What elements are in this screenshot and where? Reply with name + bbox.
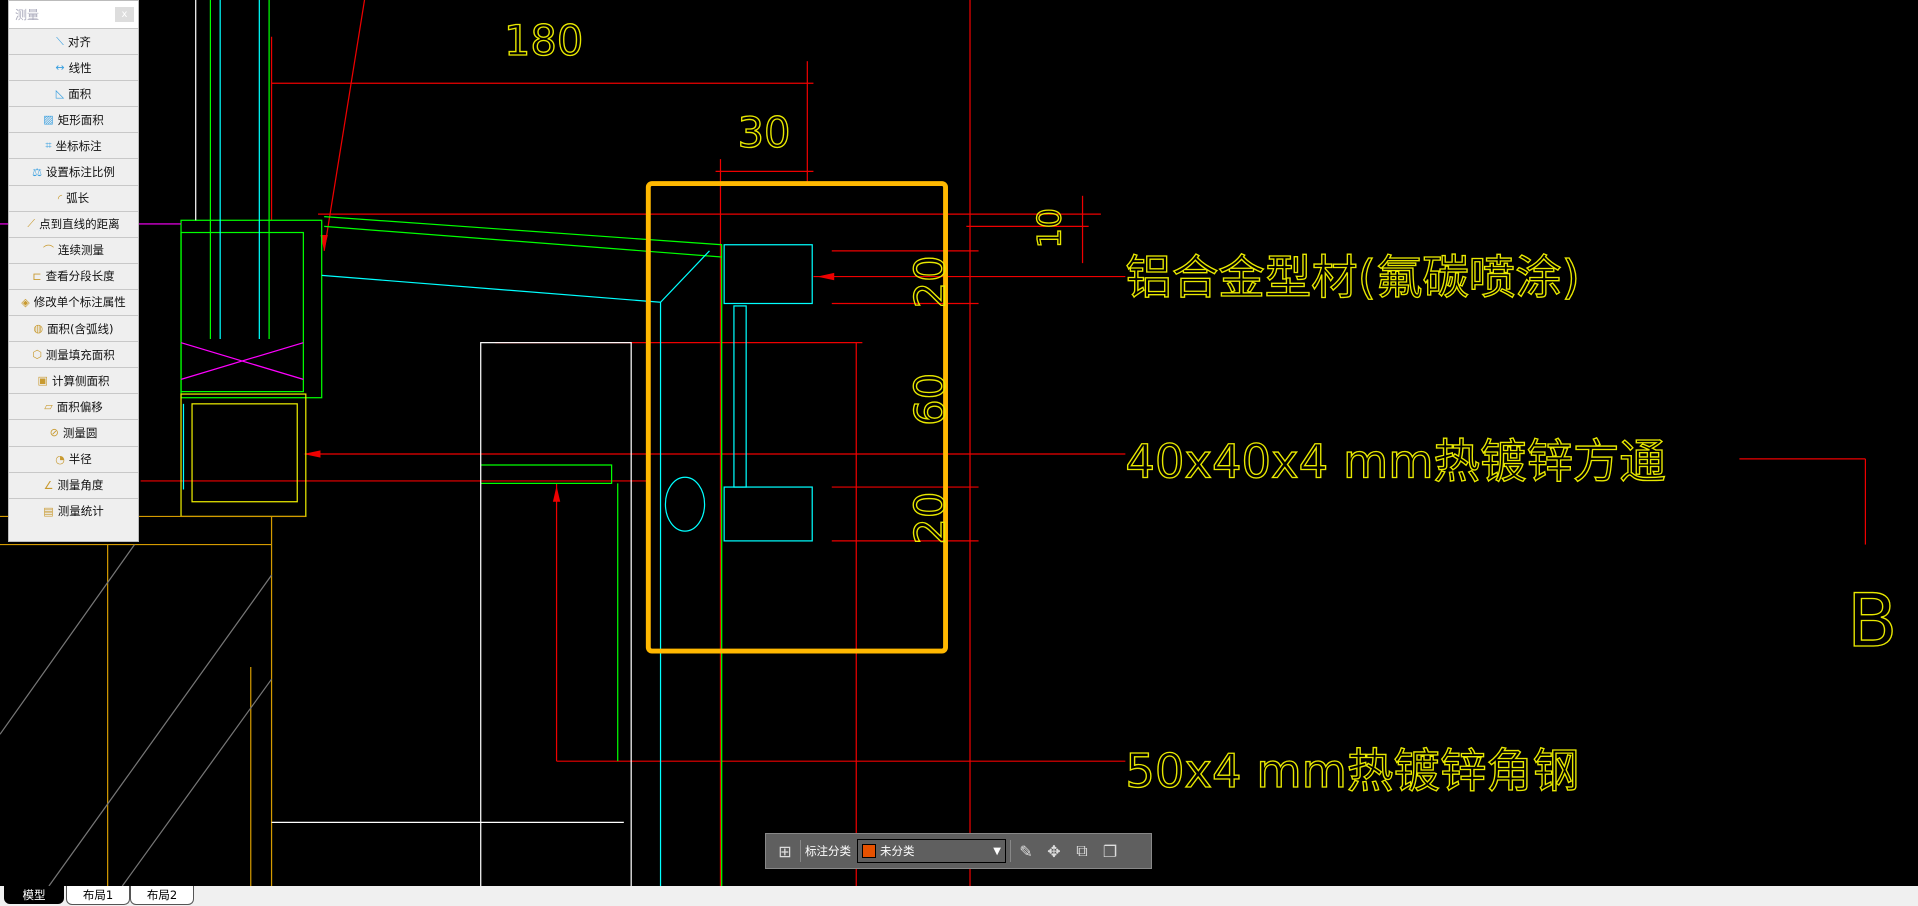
dim-20-top: 20 — [905, 255, 954, 308]
panel-item-9[interactable]: ⊏查看分段长度 — [9, 262, 138, 289]
linear-dim-icon: ↔ — [55, 61, 65, 75]
panel-item-6[interactable]: ◜弧长 — [9, 184, 138, 211]
panel-item-11[interactable]: ◍面积(含弧线) — [9, 315, 138, 341]
panel-item-3[interactable]: ▨矩形面积 — [9, 106, 138, 132]
panel-item-1[interactable]: ↔线性 — [9, 54, 138, 80]
panel-item-label: 查看分段长度 — [45, 269, 115, 284]
dim-60: 60 — [905, 373, 954, 426]
label-angle-steel: 50x4 mm热镀锌角钢 — [1125, 744, 1579, 798]
panel-item-14[interactable]: ▱面积偏移 — [9, 393, 138, 419]
statistics-icon: ▤ — [43, 504, 54, 518]
panel-item-label: 连续测量 — [58, 243, 104, 258]
panel-item-label: 测量圆 — [62, 425, 98, 440]
area-icon: ◺ — [55, 87, 65, 101]
arc-length-icon: ◜ — [57, 191, 63, 205]
tab-layout1[interactable]: 布局1 — [66, 886, 130, 905]
panel-item-label: 线性 — [68, 60, 92, 75]
scale-icon: ⚖ — [32, 165, 42, 179]
measure-panel: 测量 x ⟍对齐↔线性◺面积▨矩形面积⌗坐标标注⚖设置标注比例◜弧长⟋点到直线的… — [8, 0, 139, 542]
panel-item-label: 测量统计 — [57, 504, 104, 519]
paste-icon[interactable]: ❐ — [1102, 841, 1118, 861]
edit-icon[interactable]: ✎ — [1019, 841, 1033, 861]
panel-item-label: 修改单个标注属性 — [33, 295, 126, 310]
arc-area-icon: ◍ — [33, 322, 44, 336]
panel-item-label: 计算侧面积 — [51, 373, 110, 388]
category-label: 标注分类 — [805, 844, 851, 858]
panel-item-label: 坐标标注 — [55, 138, 102, 153]
angle-icon: ∠ — [43, 478, 54, 492]
annotation-toolbar: ⊞ 标注分类 未分类 ▼ ✎ ✥ ⧉ ❐ — [765, 833, 1152, 869]
panel-item-label: 面积偏移 — [56, 399, 103, 414]
panel-item-7[interactable]: ⟋点到直线的距离 — [9, 210, 138, 237]
cad-drawing-canvas[interactable]: 180 30 10 20 60 20 铝合金型材(氟碳喷涂) 40x40x4 m… — [0, 0, 1918, 886]
panel-item-label: 面积(含弧线) — [47, 321, 114, 336]
panel-item-0[interactable]: ⟍对齐 — [9, 28, 138, 54]
label-aluminum-profile: 铝合金型材(氟碳喷涂) — [1125, 251, 1580, 305]
divider — [1010, 840, 1011, 862]
panel-item-4[interactable]: ⌗坐标标注 — [9, 132, 138, 158]
hatch-area-icon: ⬡ — [32, 348, 42, 362]
panel-item-2[interactable]: ◺面积 — [9, 80, 138, 106]
label-square-tube: 40x40x4 mm热镀锌方通 — [1125, 434, 1666, 488]
wall-section — [0, 0, 813, 886]
panel-item-label: 测量角度 — [57, 478, 104, 493]
radius-icon: ◔ — [55, 452, 65, 466]
panel-item-8[interactable]: ⌒ 连续测量 — [9, 236, 138, 263]
panel-item-15[interactable]: ⊘测量圆 — [9, 419, 138, 445]
continuous-measure-icon: ⌒ — [43, 244, 54, 258]
move-icon[interactable]: ✥ — [1047, 841, 1061, 861]
highlight-box[interactable] — [645, 181, 948, 654]
panel-item-17[interactable]: ∠测量角度 — [9, 471, 138, 498]
edit-dim-icon: ◈ — [21, 295, 30, 309]
segment-length-icon: ⊏ — [32, 269, 42, 283]
tab-layout2[interactable]: 布局2 — [130, 886, 194, 905]
divider — [800, 840, 801, 862]
panel-item-5[interactable]: ⚖设置标注比例 — [9, 158, 138, 184]
axis-label-b: B — [1847, 579, 1897, 664]
panel-item-label: 面积 — [68, 86, 92, 101]
panel-title: 测量 — [15, 8, 40, 22]
grid-icon[interactable]: ⊞ — [778, 841, 792, 861]
layout-tabs: 模型 布局1 布局2 — [0, 886, 1918, 906]
panel-item-label: 点到直线的距离 — [39, 217, 120, 232]
panel-item-13[interactable]: ▣计算侧面积 — [9, 367, 138, 393]
dim-180: 180 — [504, 16, 583, 65]
panel-close-button[interactable]: x — [115, 7, 134, 22]
panel-item-label: 测量填充面积 — [45, 347, 115, 362]
category-value: 未分类 — [880, 844, 915, 858]
panel-item-label: 矩形面积 — [57, 112, 104, 127]
side-area-icon: ▣ — [37, 374, 48, 388]
dim-20-bottom: 20 — [905, 492, 954, 545]
circle-icon: ⊘ — [49, 426, 59, 440]
point-line-distance-icon: ⟋ — [27, 217, 36, 231]
area-offset-icon: ▱ — [44, 400, 53, 414]
panel-item-label: 弧长 — [66, 191, 90, 206]
tab-model[interactable]: 模型 — [4, 886, 64, 904]
chevron-down-icon: ▼ — [993, 845, 1001, 857]
rect-area-icon: ▨ — [43, 113, 54, 127]
coordinate-icon: ⌗ — [45, 138, 52, 152]
panel-item-label: 对齐 — [67, 34, 91, 49]
red-dimension-lines — [140, 0, 1867, 886]
panel-item-16[interactable]: ◔半径 — [9, 445, 138, 472]
panel-item-label: 设置标注比例 — [45, 165, 115, 180]
aligned-dim-icon: ⟍ — [56, 34, 64, 48]
panel-item-12[interactable]: ⬡测量填充面积 — [9, 341, 138, 367]
dim-10: 10 — [1031, 208, 1069, 248]
panel-item-10[interactable]: ◈修改单个标注属性 — [9, 288, 138, 315]
category-select[interactable]: 未分类 ▼ — [857, 839, 1006, 863]
category-color-swatch — [862, 844, 876, 858]
copy-icon[interactable]: ⧉ — [1076, 841, 1088, 860]
panel-item-18[interactable]: ▤测量统计 — [9, 497, 138, 524]
dim-30: 30 — [738, 108, 791, 157]
panel-item-label: 半径 — [68, 452, 92, 467]
